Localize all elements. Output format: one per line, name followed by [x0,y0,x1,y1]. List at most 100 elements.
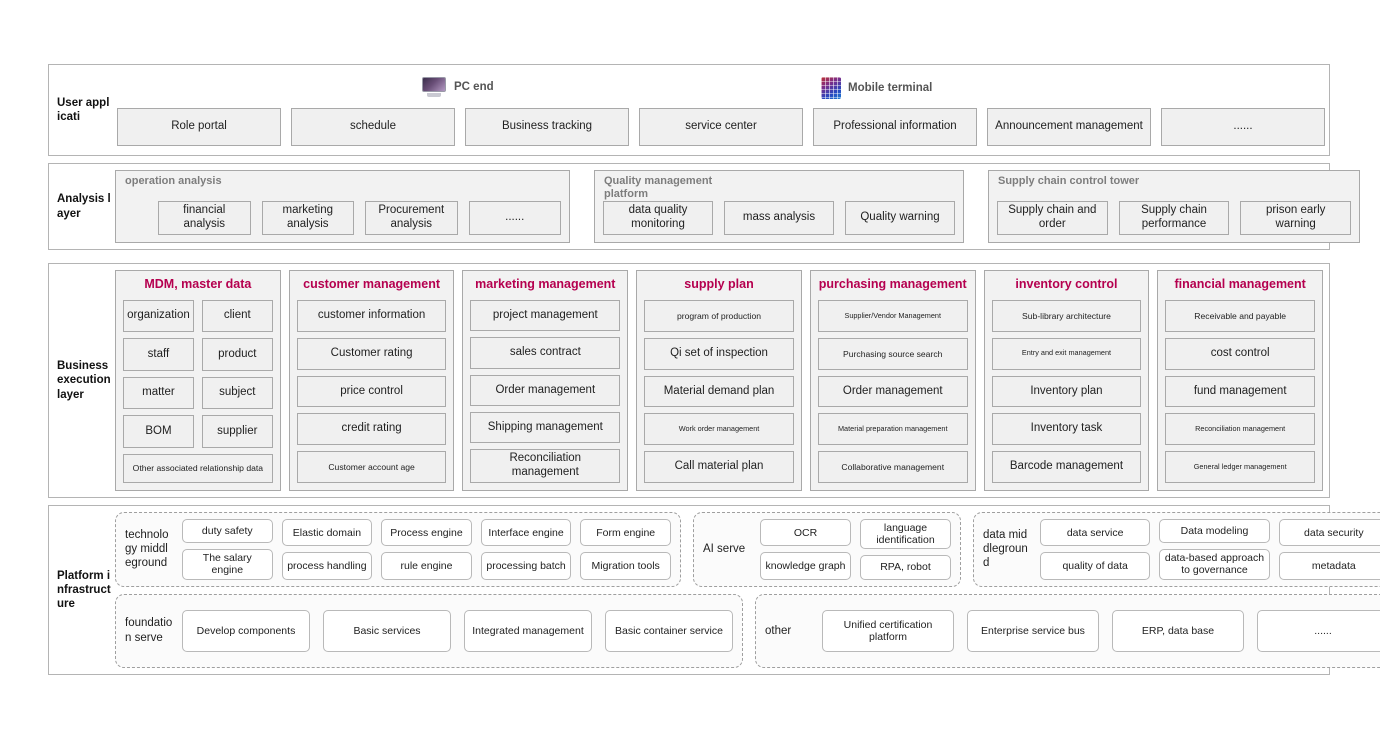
platform-item-interface-engine[interactable]: Interface engine [480,519,572,547]
business-item-receivable-and-payable[interactable]: Receivable and payable [1165,300,1316,332]
business-item-cost-control[interactable]: cost control [1165,337,1316,370]
supply-item-supply-chain-and-order[interactable]: Supply chain and order [997,201,1108,235]
platform-item-unified-certification-platform[interactable]: Unified certification platform [822,609,954,652]
business-item-material-demand-plan[interactable]: Material demand plan [644,375,794,408]
platform-item-processing-batch[interactable]: processing batch [480,552,572,580]
business-item-general-ledger-management[interactable]: General ledger management [1165,451,1316,483]
business-item-order-management[interactable]: Order management [470,374,621,407]
platform-item-erp-data-base[interactable]: ERP, data base [1112,609,1244,652]
analysis-item-procurement-analysis[interactable]: Procurement analysis [365,201,458,235]
supply-item-supply-chain-performance[interactable]: Supply chain performance [1118,201,1230,235]
business-item-reconciliation-management[interactable]: Reconciliation management [470,449,621,484]
business-item-supplier[interactable]: supplier [201,415,273,448]
business-item-barcode-management[interactable]: Barcode management [991,451,1142,483]
app-module-more[interactable]: ...... [1161,108,1325,146]
platform-item-data-modeling[interactable]: Data modeling [1159,519,1270,544]
business-item-inventory-task[interactable]: Inventory task [991,413,1142,446]
business-item-price-control[interactable]: price control [296,375,447,408]
business-item-fund-management[interactable]: fund management [1165,375,1316,408]
business-item-sub-library-architecture[interactable]: Sub-library architecture [991,300,1142,332]
business-item-staff[interactable]: staff [123,338,194,371]
platform-item-migration-tools[interactable]: Migration tools [580,552,671,580]
business-item-sales-contract[interactable]: sales contract [470,337,621,369]
business-item-entry-and-exit-management[interactable]: Entry and exit management [991,337,1142,370]
app-module-professional-information[interactable]: Professional information [813,108,977,146]
platform-item-quality-of-data[interactable]: quality of data [1040,552,1151,580]
business-execution-layer-label: Business execution layer [57,360,111,401]
app-module-role-portal[interactable]: Role portal [117,108,281,146]
business-item-order-management[interactable]: Order management [817,375,968,408]
business-item-supplier-vendor-management[interactable]: Supplier/Vendor Management [817,300,968,332]
app-module-service-center[interactable]: service center [639,108,803,146]
app-module-business-tracking[interactable]: Business tracking [465,108,629,146]
platform-item-process-engine[interactable]: Process engine [381,519,472,547]
analysis-item-more[interactable]: ...... [468,201,561,235]
platform-item-knowledge-graph[interactable]: knowledge graph [760,552,851,580]
platform-item-integrated-management[interactable]: Integrated management [464,609,592,652]
business-item-call-material-plan[interactable]: Call material plan [644,451,794,483]
app-module-schedule[interactable]: schedule [291,108,455,146]
business-item-reconciliation-management[interactable]: Reconciliation management [1165,413,1316,446]
business-item-customer-information[interactable]: customer information [296,300,447,332]
device-mobile-label: Mobile terminal [848,82,933,94]
platform-item-the-salary-engine[interactable]: The salary engine [182,549,273,580]
platform-subcolumn: Elastic domain process handling [281,519,373,580]
business-item-project-management[interactable]: project management [470,300,621,332]
business-item-bom[interactable]: BOM [123,415,194,448]
business-item-credit-rating[interactable]: credit rating [296,413,447,446]
business-item-customer-rating[interactable]: Customer rating [296,337,447,370]
platform-item-basic-container-service[interactable]: Basic container service [605,609,733,652]
group-operation-analysis-title: operation analysis [125,175,222,187]
platform-item-language-identification[interactable]: language identification [860,519,951,550]
user-application-layer: User applicati PC end Mobile terminal Ro… [48,64,1330,156]
supply-item-prison-early-warning[interactable]: prison early warning [1240,201,1352,235]
platform-item-process-handling[interactable]: process handling [281,552,373,580]
user-application-modules: Role portal schedule Business tracking s… [111,108,1329,146]
group-foundation-serve-label: foundation serve [125,617,173,644]
platform-item-basic-services[interactable]: Basic services [323,609,451,652]
analysis-item-marketing-analysis[interactable]: marketing analysis [261,201,354,235]
device-mobile-terminal: Mobile terminal [821,77,932,99]
platform-item-[interactable]: ...... [1257,609,1380,652]
business-item-material-preparation-management[interactable]: Material preparation management [817,413,968,446]
app-module-announcement-management[interactable]: Announcement management [987,108,1151,146]
platform-item-metadata[interactable]: metadata [1278,552,1380,580]
platform-item-data-security[interactable]: data security [1278,519,1380,547]
business-item-qi-set-of-inspection[interactable]: Qi set of inspection [644,337,794,370]
platform-item-rule-engine[interactable]: rule engine [381,552,472,580]
platform-item-elastic-domain[interactable]: Elastic domain [281,519,373,547]
business-item-inventory-plan[interactable]: Inventory plan [991,375,1142,408]
business-item-purchasing-source-search[interactable]: Purchasing source search [817,337,968,370]
business-item-shipping-management[interactable]: Shipping management [470,412,621,444]
quality-item-data-quality-monitoring[interactable]: data quality monitoring [603,201,713,235]
ai-serve-items: OCR knowledge graph language identificatio… [760,519,951,580]
business-item-work-order-management[interactable]: Work order management [644,413,794,446]
platform-item-ocr[interactable]: OCR [760,519,851,547]
quality-item-quality-warning[interactable]: Quality warning [845,201,955,235]
device-pc-end: PC end [421,77,494,97]
business-item-organization[interactable]: organization [123,300,194,333]
business-item-collaborative-management[interactable]: Collaborative management [817,451,968,483]
mobile-phone-icon [821,77,841,99]
business-item-other-associated-relationship-data[interactable]: Other associated relationship data [123,453,273,483]
platform-item-form-engine[interactable]: Form engine [580,519,671,547]
platform-item-duty-safety[interactable]: duty safety [182,519,273,544]
business-item-client[interactable]: client [201,300,273,333]
business-item-subject[interactable]: subject [201,376,273,410]
business-column-title: MDM, master data [144,277,252,291]
analysis-item-financial-analysis[interactable]: financial analysis [158,201,251,235]
platform-item-data-based-approach-to-governance[interactable]: data-based approach to governance [1159,549,1270,580]
platform-item-rpa-robot[interactable]: RPA, robot [860,555,951,580]
business-item-customer-account-age[interactable]: Customer account age [296,451,447,483]
business-item-program-of-production[interactable]: program of production [644,300,794,332]
business-item-matter[interactable]: matter [123,376,194,410]
platform-item-data-service[interactable]: data service [1040,519,1151,547]
platform-item-develop-components[interactable]: Develop components [182,609,310,652]
business-item-product[interactable]: product [201,338,273,371]
platform-item-enterprise-service-bus[interactable]: Enterprise service bus [967,609,1099,652]
quality-item-mass-analysis[interactable]: mass analysis [724,201,834,235]
